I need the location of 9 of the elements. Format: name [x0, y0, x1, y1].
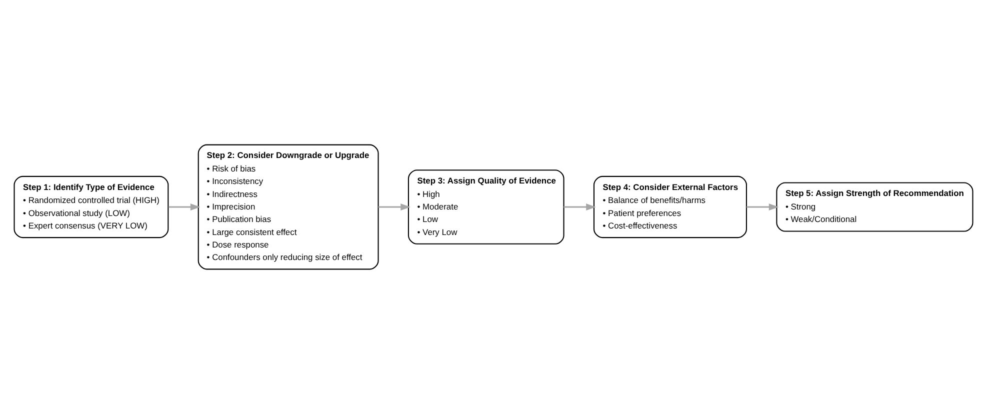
arrow: [168, 203, 200, 210]
node-box: Step 5: Assign Strength of Recommendation • Strong • Weak/Conditional: [776, 182, 974, 232]
node-box: Step 3: Assign Quality of Evidence • High • Moderate • Low • Very Low: [408, 169, 564, 244]
node-box: Step 4: Consider External Factors • Balance of benefits/harms • Patient preferences • Cost-effectiveness: [593, 175, 747, 238]
node-box: Step 1: Identify Type of Evidence • Randomized controlled trial (HIGH) • Observational study (LOW) • Expert consensus (VERY LOW): [14, 175, 169, 238]
arrow: [564, 203, 596, 210]
node-box: Step 2: Consider Downgrade or Upgrade • Risk of bias • Inconsistency • Indirectness • Imprecision • Publication bias • Large consistent effect • Dose response • Confounders only reducing size of effect: [198, 144, 379, 270]
arrow: [378, 203, 410, 210]
arrow: [746, 203, 779, 210]
